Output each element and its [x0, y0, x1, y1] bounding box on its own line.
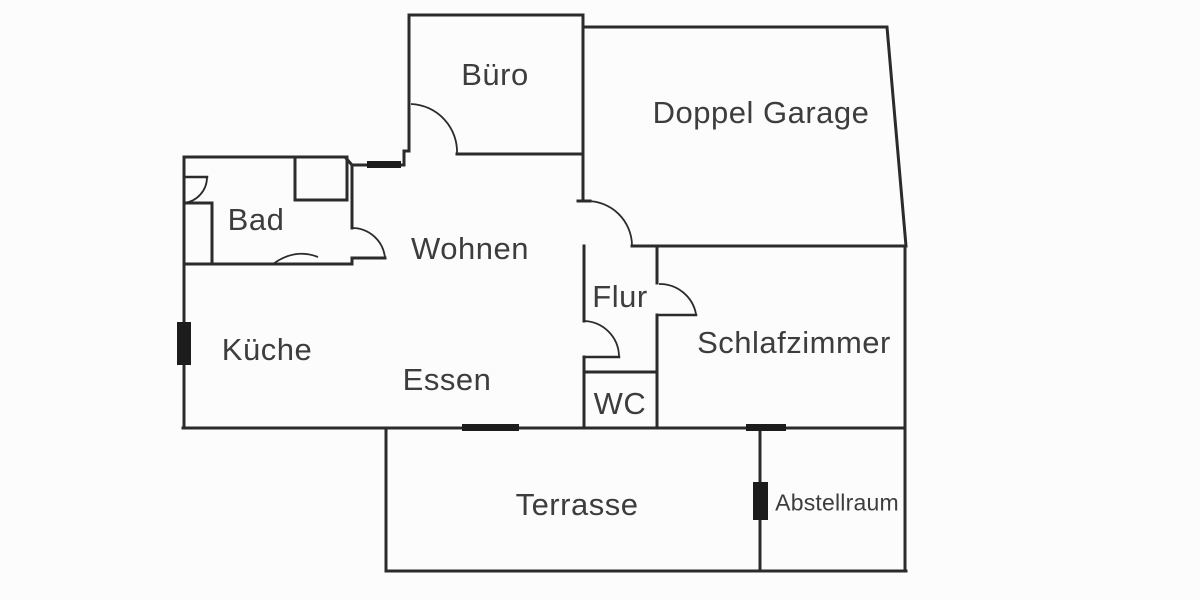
- room-label-abstellraum: Abstellraum: [775, 489, 899, 516]
- fixture-bad-left: [182, 201, 214, 266]
- room-label-schlafzimmer: Schlafzimmer: [697, 325, 891, 360]
- wall-schlafzimmer-top-right: [630, 244, 907, 573]
- wall-garage-outline: [581, 25, 908, 248]
- window-marker-schlafzimmer-bottom: [746, 424, 786, 431]
- walls: [181, 13, 908, 573]
- window-marker-kueche-left: [177, 322, 191, 365]
- room-label-doppel-garage: Doppel Garage: [652, 95, 870, 130]
- door-arc-bad-entry: [351, 227, 386, 259]
- door-leaves: [182, 175, 698, 359]
- door-arc-schlafzimmer: [658, 283, 697, 315]
- room-label-bad: Bad: [227, 202, 285, 237]
- door-arcs: [183, 103, 697, 357]
- room-label-buero: Büro: [461, 57, 529, 92]
- door-arc-bad-left: [183, 176, 208, 204]
- room-label-essen: Essen: [402, 362, 492, 397]
- door-arc-kueche: [272, 252, 319, 265]
- door-arc-buero: [410, 103, 458, 155]
- door-arc-garage: [586, 200, 633, 246]
- wall-buero-top-right: [407, 13, 585, 203]
- wall-bad-bottom: [182, 256, 387, 266]
- door-arc-flur: [583, 320, 620, 357]
- window-markers: [177, 161, 786, 520]
- window-marker-wohnen-top: [367, 161, 401, 168]
- room-label-wohnen: Wohnen: [411, 231, 529, 266]
- room-label-flur: Flur: [592, 279, 648, 314]
- room-label-wc: WC: [593, 386, 647, 421]
- window-marker-abstellraum-left: [753, 482, 768, 520]
- wall-buero-left-step: [402, 13, 411, 167]
- window-marker-essen-terrasse: [462, 424, 519, 431]
- room-label-terrasse: Terrasse: [515, 487, 639, 522]
- room-label-kueche: Küche: [221, 332, 313, 367]
- fixture-shower: [293, 155, 349, 202]
